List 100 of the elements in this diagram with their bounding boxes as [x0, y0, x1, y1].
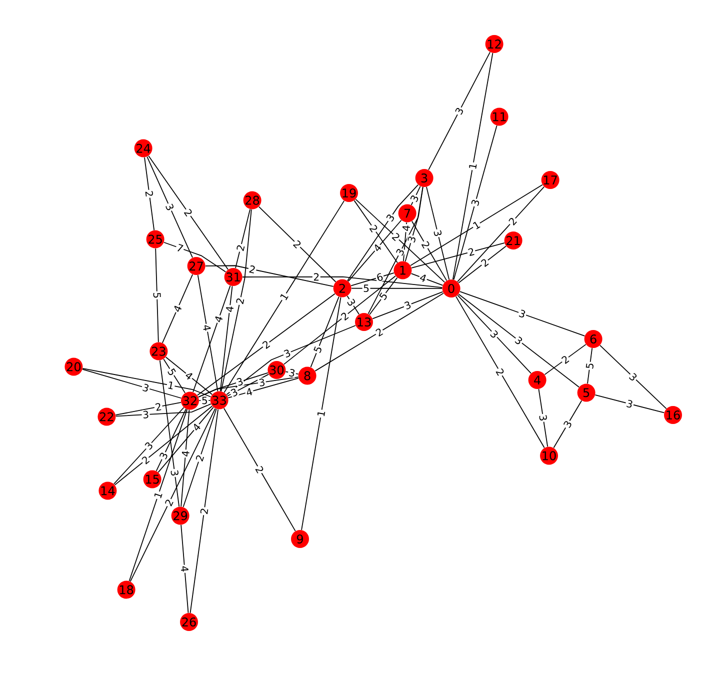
edge-label: 3 — [143, 440, 154, 452]
edge-line — [544, 344, 586, 376]
edge-line — [165, 356, 213, 395]
edge-label: 2 — [479, 257, 490, 268]
edge-label: 4 — [184, 370, 194, 382]
edge-label: 2 — [144, 189, 154, 198]
edge-label: 3 — [170, 468, 180, 478]
edge-line — [180, 409, 190, 507]
edge-label: 5 — [312, 344, 324, 354]
edge-line — [355, 198, 446, 283]
edge-label: 3 — [229, 387, 240, 398]
edge-line — [404, 186, 424, 262]
edge-label: 3 — [562, 419, 574, 430]
edge-line — [223, 408, 296, 532]
edge-label: 5 — [166, 366, 178, 378]
edge-label: 3 — [142, 410, 150, 420]
edge-label: 3 — [406, 234, 417, 244]
edge-label: 2 — [254, 464, 265, 475]
edge-label: 2 — [199, 506, 209, 516]
edge-line — [354, 200, 398, 264]
edge-label: 2 — [194, 453, 205, 463]
edge-line — [310, 296, 340, 368]
edge-line — [159, 360, 180, 508]
edge-label: 4 — [180, 449, 190, 458]
edge-label: 3 — [141, 382, 151, 393]
edge-label: 4 — [213, 314, 224, 324]
edge-label: 2 — [260, 339, 272, 350]
edge-line — [146, 156, 193, 258]
edge-label: 2 — [466, 246, 476, 257]
edge-label: 3 — [158, 450, 169, 461]
edge-label: 3 — [402, 300, 413, 311]
edge-label: 3 — [282, 348, 292, 359]
edge-line — [156, 408, 186, 472]
edge-line — [301, 296, 342, 530]
edge-label: 1 — [153, 490, 164, 500]
edge-line — [426, 186, 450, 280]
edge-label: 2 — [235, 296, 245, 306]
edge-label: 4 — [180, 564, 190, 574]
edge-line — [242, 276, 443, 288]
edge-line — [197, 274, 218, 392]
edge-label: 3 — [538, 413, 548, 422]
edge-line — [224, 200, 345, 393]
edge-label: 4 — [401, 224, 411, 232]
edge-line — [594, 394, 665, 414]
edge-line — [283, 276, 396, 365]
edge-label: 2 — [164, 498, 174, 508]
edge-label: 3 — [164, 202, 176, 212]
edge-label: 2 — [312, 272, 320, 282]
edge-line — [115, 402, 182, 416]
edge-line — [258, 206, 336, 282]
edge-line — [155, 248, 159, 343]
edge-label: 3 — [346, 297, 357, 308]
edge-line — [144, 156, 155, 231]
edge-line — [453, 125, 498, 280]
edge-line — [372, 291, 444, 320]
edge-line — [163, 358, 186, 394]
edge-label: 3 — [409, 193, 420, 204]
edge-label: 4 — [224, 304, 234, 314]
edge-label: 2 — [236, 243, 246, 252]
edge-label: 1 — [278, 292, 290, 302]
edge-line — [428, 52, 490, 170]
edge-line — [460, 291, 586, 336]
edge-line — [162, 274, 194, 344]
edge-line — [228, 378, 299, 398]
edge-label: 3 — [394, 246, 406, 258]
edge-label: 4 — [244, 386, 254, 397]
edge-label: 3 — [470, 198, 480, 208]
edge-label: 3 — [258, 378, 266, 388]
edge-line — [410, 184, 543, 266]
edge-line — [164, 242, 226, 272]
edge-line — [235, 208, 251, 269]
edge-line — [148, 155, 228, 270]
edge-line — [198, 376, 299, 398]
edge-line — [128, 408, 188, 582]
edge-line — [452, 52, 494, 280]
edge-line — [198, 372, 268, 398]
edge-label: 3 — [517, 308, 528, 319]
edge-line — [114, 406, 213, 486]
edge-label: 2 — [154, 402, 163, 412]
edge-label: 1 — [468, 162, 478, 171]
edge-line — [196, 293, 336, 396]
edge-line — [456, 296, 545, 448]
edge-line — [205, 265, 334, 287]
edge-line — [158, 406, 214, 473]
edge-label: 2 — [339, 310, 350, 322]
edge-line — [130, 408, 216, 582]
edge-label: 2 — [494, 366, 506, 378]
edge-label: 3 — [384, 212, 396, 224]
edge-label: 4 — [418, 272, 428, 284]
edge-label: 4 — [202, 323, 212, 332]
edge-label: 3 — [235, 376, 245, 387]
edge-line — [350, 272, 394, 286]
edge-line — [403, 222, 408, 262]
edge-line — [190, 408, 218, 614]
edge-label: 2 — [248, 264, 257, 274]
edge-label: 1 — [316, 409, 326, 418]
edge-line — [82, 368, 212, 398]
edge-line — [227, 374, 270, 396]
edge-label: 2 — [374, 326, 384, 338]
edge-line — [369, 277, 398, 316]
